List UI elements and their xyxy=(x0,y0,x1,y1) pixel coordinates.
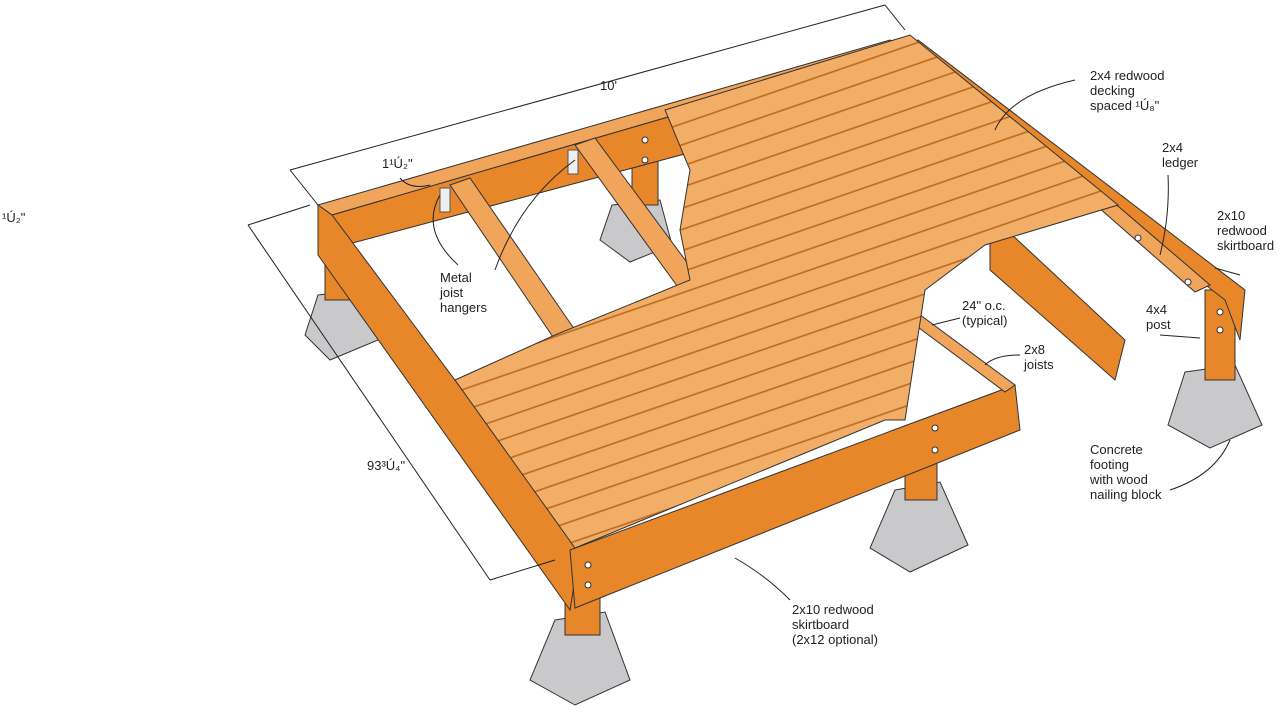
leader-lines xyxy=(399,79,1241,601)
dimension-lines xyxy=(247,4,906,581)
front-skirtboard xyxy=(569,384,1021,609)
bolts xyxy=(584,136,1224,589)
decking xyxy=(454,34,1120,549)
dimension-rim-label: 1¹Ú₂" xyxy=(382,156,413,171)
dimension-width-label: 10' xyxy=(600,78,617,93)
spacing-callout: 24" o.c.(typical) xyxy=(962,298,1008,328)
dimension-depth-label: 93³Ú₄" xyxy=(367,458,406,473)
edge-note-label: ¹Ú₂" xyxy=(2,210,26,225)
